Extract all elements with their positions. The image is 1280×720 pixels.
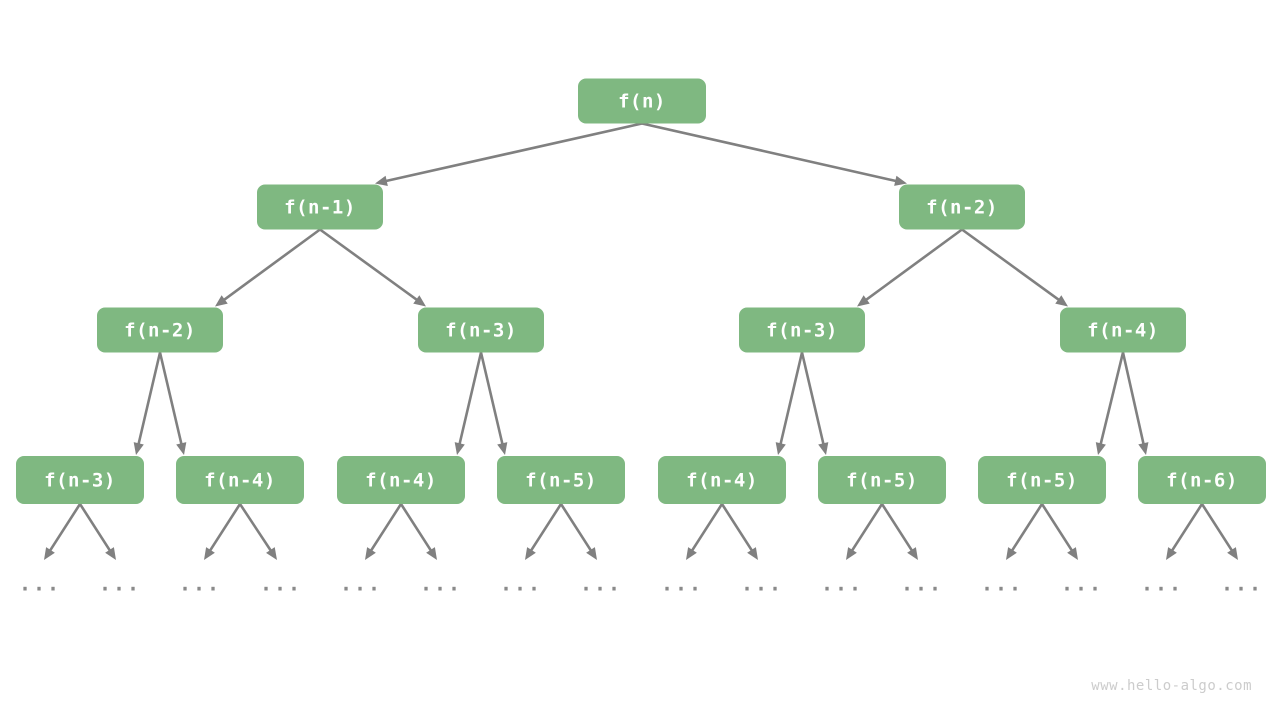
leaf-stub-arrow	[1200, 503, 1238, 560]
tree-node-label: f(n-6)	[1166, 470, 1238, 492]
tree-node-label: f(n-2)	[124, 320, 196, 342]
ellipsis-marker: ...	[99, 572, 141, 596]
ellipsis-marker: ...	[260, 572, 302, 596]
tree-node[interactable]: f(n-4)	[337, 456, 465, 504]
tree-node-label: f(n-5)	[1006, 470, 1078, 492]
ellipsis-marker: ...	[580, 572, 622, 596]
tree-node[interactable]: f(n-6)	[1138, 456, 1266, 504]
tree-node[interactable]: f(n-4)	[176, 456, 304, 504]
tree-node-label: f(n-4)	[1087, 320, 1159, 342]
tree-node-label: f(n)	[618, 91, 666, 113]
edge-arrow	[857, 228, 963, 307]
leaf-stub-arrow	[238, 503, 277, 560]
leaf-stub-arrows-layer	[44, 503, 1238, 560]
ellipsis-marker: ...	[741, 572, 783, 596]
tree-node[interactable]: f(n-1)	[257, 184, 383, 230]
leaf-stub-arrow	[204, 503, 242, 560]
ellipsis-marker: ...	[1061, 572, 1103, 596]
leaf-stub-arrow	[880, 503, 918, 560]
edge-arrow	[319, 228, 426, 307]
tree-node-label: f(n-4)	[365, 470, 437, 492]
tree-node[interactable]: f(n-5)	[497, 456, 625, 504]
edge-arrow	[375, 122, 643, 186]
leaf-stub-arrow	[44, 503, 82, 560]
edge-arrow	[961, 228, 1068, 307]
ellipsis-marker: ...	[901, 572, 943, 596]
edge-arrow	[454, 352, 483, 455]
ellipsis-marker: ...	[500, 572, 542, 596]
leaf-stub-arrow	[1006, 503, 1044, 560]
tree-node-label: f(n-3)	[44, 470, 116, 492]
ellipsis-marker: ...	[179, 572, 221, 596]
ellipsis-layer: ........................................…	[19, 572, 1263, 596]
leaf-stub-arrow	[559, 503, 597, 560]
ellipsis-marker: ...	[981, 572, 1023, 596]
tree-node[interactable]: f(n)	[578, 78, 706, 124]
tree-node[interactable]: f(n-5)	[818, 456, 946, 504]
leaf-stub-arrow	[686, 503, 724, 560]
leaf-stub-arrow	[1040, 503, 1078, 560]
nodes-layer: f(n) f(n-1) f(n-2) f(n-2) f(n-3) f(n-3) f(n-4)…	[16, 78, 1266, 504]
tree-node[interactable]: f(n-3)	[739, 307, 865, 353]
leaf-stub-arrow	[525, 503, 563, 560]
ellipsis-marker: ...	[821, 572, 863, 596]
leaf-stub-arrow	[1166, 503, 1204, 560]
tree-node[interactable]: f(n-4)	[1060, 307, 1186, 353]
edges-layer	[133, 122, 1149, 455]
tree-node-label: f(n-5)	[846, 470, 918, 492]
leaf-stub-arrow	[365, 503, 403, 560]
tree-node[interactable]: f(n-2)	[97, 307, 223, 353]
edge-arrow	[158, 352, 187, 455]
edge-arrow	[1121, 352, 1149, 455]
edge-arrow	[800, 352, 829, 455]
edge-arrow	[641, 122, 907, 186]
ellipsis-marker: ...	[1141, 572, 1183, 596]
watermark: www.hello-algo.com	[1091, 678, 1252, 694]
leaf-stub-arrow	[78, 503, 116, 560]
ellipsis-marker: ...	[19, 572, 61, 596]
edge-arrow	[479, 352, 508, 455]
tree-node[interactable]: f(n-3)	[418, 307, 544, 353]
tree-node-label: f(n-4)	[204, 470, 276, 492]
tree-node[interactable]: f(n-5)	[978, 456, 1106, 504]
edge-arrow	[215, 228, 321, 307]
edge-arrow	[775, 352, 804, 455]
tree-node[interactable]: f(n-2)	[899, 184, 1025, 230]
tree-node-label: f(n-4)	[686, 470, 758, 492]
edge-arrow	[133, 352, 162, 455]
leaf-stub-arrow	[720, 503, 758, 560]
tree-node-label: f(n-3)	[445, 320, 517, 342]
tree-node-label: f(n-1)	[284, 197, 356, 219]
ellipsis-marker: ...	[661, 572, 703, 596]
ellipsis-marker: ...	[340, 572, 382, 596]
leaf-stub-arrow	[399, 503, 437, 560]
leaf-stub-arrow	[846, 503, 884, 560]
tree-node[interactable]: f(n-3)	[16, 456, 144, 504]
ellipsis-marker: ...	[420, 572, 462, 596]
tree-node-label: f(n-3)	[766, 320, 838, 342]
tree-node-label: f(n-2)	[926, 197, 998, 219]
tree-node-label: f(n-5)	[525, 470, 597, 492]
edge-arrow	[1095, 352, 1125, 455]
tree-node[interactable]: f(n-4)	[658, 456, 786, 504]
ellipsis-marker: ...	[1221, 572, 1263, 596]
